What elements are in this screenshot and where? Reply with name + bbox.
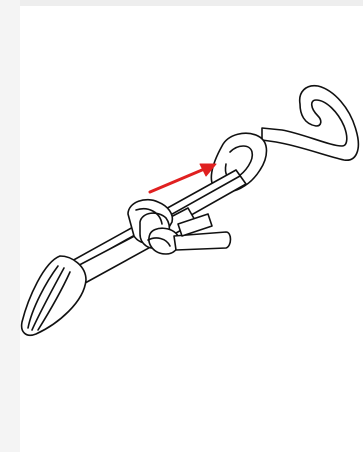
rope-loop: [20, 255, 87, 337]
top-border: [0, 0, 363, 6]
knot-illustration: [20, 84, 360, 337]
diagram-canvas: [20, 6, 363, 452]
knot-icon: [127, 198, 181, 255]
direction-arrow: [148, 163, 217, 194]
left-border: [0, 0, 20, 452]
rope-tail: [173, 213, 232, 251]
